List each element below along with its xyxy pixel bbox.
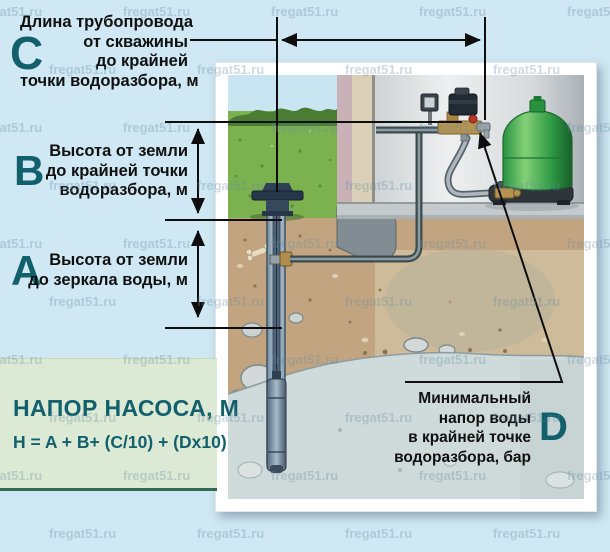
tank-body	[502, 110, 573, 191]
letter-a: A	[11, 247, 42, 294]
watermark-text: fregat51.ru	[493, 526, 561, 541]
tap-spout	[476, 122, 491, 132]
pressure-switch	[420, 93, 439, 125]
tank-cap	[529, 99, 546, 113]
submersible-pump	[266, 371, 287, 473]
aquifer	[228, 351, 584, 499]
wellhead	[251, 183, 304, 216]
watermark-text: fregat51.ru	[197, 526, 265, 541]
label-c-text: Длина трубопровода от скважины до крайне…	[20, 13, 199, 90]
pump-controller	[448, 93, 478, 116]
watermark-text: fregat51.ru	[0, 120, 43, 135]
label-d-text: Минимальный напор воды в крайней точке в…	[394, 390, 531, 466]
watermark-text: fregat51.ru	[419, 4, 487, 19]
watermark-text: fregat51.ru	[271, 4, 339, 19]
drop-pipe	[272, 211, 281, 379]
formula-expression: H = A + B+ (C/10) + (Dx10)	[13, 432, 227, 452]
formula-title: НАПОР НАСОСА, М	[13, 395, 240, 421]
pitless-adapter	[269, 251, 293, 267]
letter-c: C	[10, 27, 44, 79]
tap-handle	[468, 114, 478, 124]
label-b-text: Высота от земли до крайней точки водораз…	[45, 142, 188, 199]
watermark-text: fregat51.ru	[345, 526, 413, 541]
house-wall-section	[337, 75, 375, 204]
pump-head-formula-box: НАПОР НАСОСА, М H = A + B+ (C/10) + (Dx1…	[0, 358, 239, 491]
watermark-text: fregat51.ru	[49, 294, 117, 309]
watermark-text: fregat51.ru	[123, 120, 191, 135]
watermark-text: fregat51.ru	[49, 526, 117, 541]
letter-d: D	[539, 405, 568, 449]
letter-b: B	[14, 147, 45, 194]
brass-manifold	[437, 120, 483, 135]
tank-valve	[494, 187, 515, 199]
label-a-text: Высота от земли до зеркала воды, м	[28, 251, 188, 289]
watermark-text: fregat51.ru	[567, 4, 610, 19]
watermark-text: fregat51.ru	[123, 236, 191, 251]
